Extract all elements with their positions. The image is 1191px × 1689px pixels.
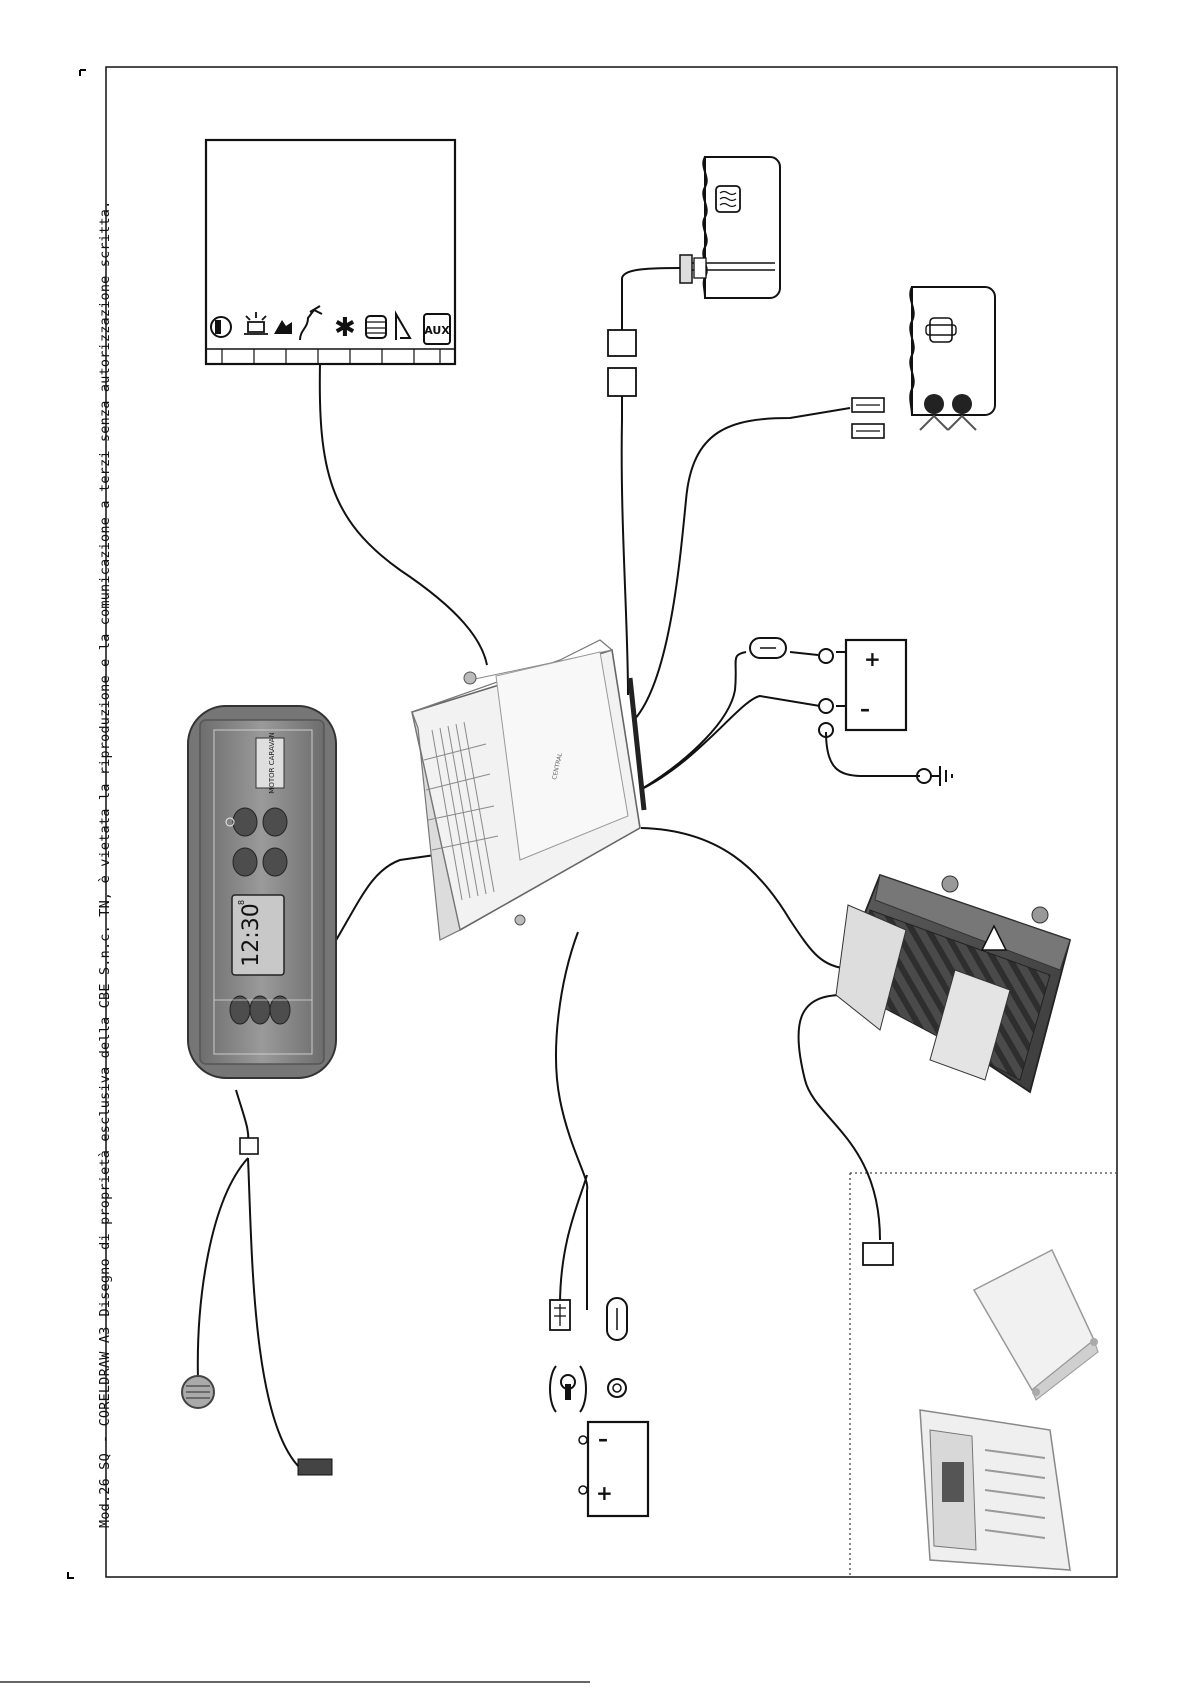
lcd-sub: 8: [237, 900, 246, 905]
ground-icon: [931, 766, 952, 786]
engine-plus-sign: +: [596, 1481, 613, 1505]
crop-mark-bottom: [68, 1572, 74, 1578]
waste-level-icon: [930, 318, 952, 342]
software-label: - CORELDRAW A3: [97, 1326, 113, 1443]
wire-exterior-sensor: [248, 1158, 300, 1468]
control-panel[interactable]: MOTOR CARAVAN 12:30 8: [188, 706, 336, 1078]
menu-button[interactable]: [233, 848, 257, 876]
battery-charger: [836, 875, 1070, 1092]
aux-label: AUX: [424, 324, 450, 337]
waste-probe-left: [924, 394, 944, 414]
wire-tank-upper: [622, 268, 680, 330]
waste-tank: [910, 287, 995, 430]
pump-button[interactable]: [263, 848, 287, 876]
wire-charger: [641, 828, 843, 968]
engine-minus-sign: –: [598, 1427, 608, 1451]
charger-mount-left: [942, 876, 958, 892]
wire-battery-minus: [640, 696, 820, 790]
wire-interior-sensor: [198, 1158, 248, 1380]
crop-mark-top: [80, 70, 86, 76]
fridge-snow-icon: ✱: [334, 313, 356, 343]
tank-probe-head: [680, 255, 692, 283]
charger-mount-right: [1032, 907, 1048, 923]
load-box-frame: [206, 140, 455, 364]
wire-ground: [826, 732, 920, 776]
battery-minus-sign: –: [860, 697, 870, 721]
wire-tank: [622, 370, 628, 695]
waste-probe-right: [952, 394, 972, 414]
wire-d-plus: [560, 1175, 587, 1305]
panel-brand-label: MOTOR CARAVAN: [268, 732, 276, 793]
wire-battery-plus: [640, 652, 746, 790]
panel-sensor-splitter: [240, 1138, 258, 1154]
wire-tank2: [634, 408, 850, 720]
model-code: Mod.26 SQ: [97, 1453, 113, 1528]
central-screw-bottom: [515, 915, 525, 925]
wire-engine-battery: [556, 932, 587, 1310]
battery-plus-sign: +: [864, 647, 881, 671]
central-screw-top: [464, 672, 476, 684]
optional-box-top: [974, 1250, 1098, 1400]
wire-panel: [335, 855, 435, 942]
water-tank: [680, 157, 780, 298]
central-unit: CENTRAL: [412, 640, 644, 940]
terminal-plus: [819, 649, 833, 663]
breaker-switch: [942, 1462, 964, 1502]
exterior-temp-sensor: [298, 1459, 332, 1475]
engine-battery-group: – +: [550, 1298, 648, 1516]
wire-optional: [798, 995, 880, 1240]
tank-connector-bottom: [608, 368, 636, 396]
sidebar-note: Mod.26 SQ - CORELDRAW A3 Disegno di propri…: [97, 191, 113, 1528]
wire-loadbox: [320, 364, 487, 665]
engine-terminal: [608, 1379, 626, 1397]
heater-button[interactable]: [263, 808, 287, 836]
optional-breaker-box: [920, 1410, 1070, 1570]
lcd-time: 12:30: [239, 903, 264, 966]
power-button[interactable]: [233, 808, 257, 836]
optional-connector: [863, 1243, 893, 1265]
load-box: ✱ AUX: [206, 140, 455, 364]
wire-battery-plus-fuse: [790, 652, 818, 655]
service-battery: + –: [750, 638, 952, 786]
copyright-notice: Disegno di proprietà esclusiva della CBE…: [97, 201, 113, 1317]
tank-connector-top: [608, 330, 636, 356]
terminal-minus: [819, 699, 833, 713]
light-bulb-base-icon: [215, 320, 221, 334]
